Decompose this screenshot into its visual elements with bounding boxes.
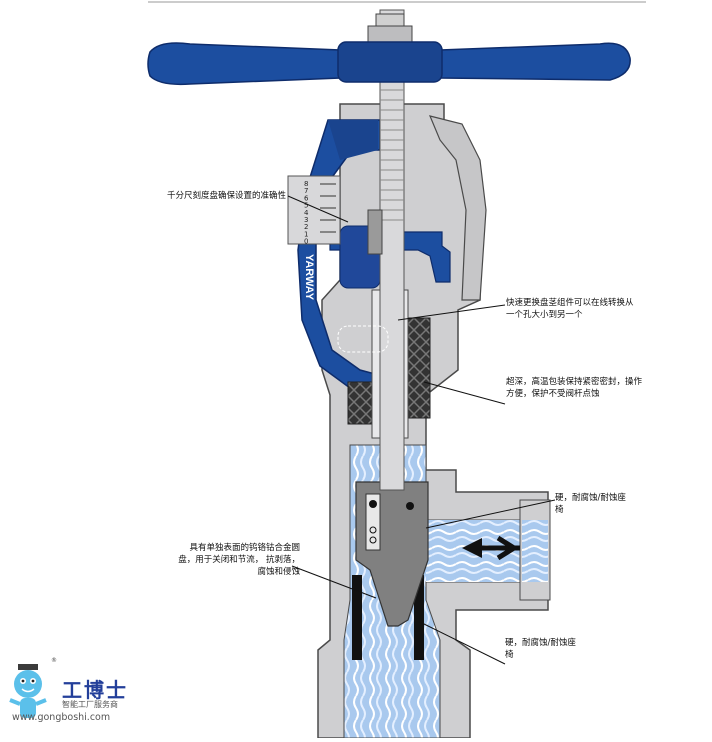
handwheel-right [439, 42, 631, 81]
callout-text: 快速更换盘茎组件可以在线转换从 [506, 298, 634, 308]
callout-seat-upper: 硬，耐腐蚀/耐蚀座 椅 [555, 492, 685, 516]
callout-text: 椅 [505, 650, 514, 660]
dial-number: 4 [304, 209, 309, 217]
callout-seat-lower: 硬，耐腐蚀/耐蚀座 椅 [505, 637, 635, 661]
logo-mascot-icon [9, 664, 47, 718]
micrometer-dial [287, 175, 341, 245]
yoke-arm [428, 115, 487, 301]
brand-label: YARWAY [303, 254, 315, 301]
logo-name: 工博士 [62, 678, 128, 702]
flow-arrow [462, 535, 520, 561]
dial-number: 8 [304, 180, 308, 188]
callout-text: 方便，保护不受阀杆点蚀 [506, 389, 600, 399]
callout-quick-change: 快速更换盘茎组件可以在线转换从 一个孔大小到另一个 [506, 297, 686, 321]
plug-window [365, 493, 381, 551]
dashed-detail [337, 325, 389, 353]
dial-number: 0 [304, 238, 308, 246]
logo-registered: ® [51, 657, 57, 664]
seat-ring-right [414, 575, 424, 660]
dial-number: 6 [304, 194, 309, 202]
logo-url: www.gongboshi.com [12, 712, 111, 723]
dial-number: 5 [304, 202, 308, 210]
callout-text: 千分尺刻度盘确保设置的准确性 [166, 191, 286, 201]
callout-text: 硬，耐腐蚀/耐蚀座 [555, 493, 626, 503]
bonnet-top-blue [328, 120, 378, 160]
handwheel [147, 42, 341, 86]
callout-packing: 超深，高温包装保持紧密密封，操作 方便，保护不受阀杆点蚀 [506, 376, 666, 400]
dial-number: 2 [304, 223, 308, 231]
dial-number: 1 [304, 230, 308, 238]
flange-flow [522, 520, 548, 582]
packing-right [407, 317, 431, 419]
callout-text: 硬，耐腐蚀/耐蚀座 [505, 638, 576, 648]
stem-collar [367, 209, 383, 255]
callout-micrometer: 千分尺刻度盘确保设置的准确性 [138, 190, 286, 202]
callout-plug: 具有单独表面的钨铬钴合金圆 盘，用于关闭和节流， 抗剥落， 腐蚀和侵蚀 [150, 542, 300, 578]
callout-text: 一个孔大小到另一个 [506, 310, 583, 320]
callout-text: 超深，高温包装保持紧密密封，操作 [506, 377, 643, 387]
dial-number: 7 [304, 187, 308, 195]
leader-lines [287, 195, 556, 665]
handwheel-hub [337, 41, 443, 83]
logo-subtitle: 智能工厂服务商 [62, 700, 118, 709]
dial-number: 3 [304, 216, 308, 224]
callout-text: 椅 [555, 505, 564, 515]
seat-ring-left [352, 575, 362, 660]
dial-ticks [320, 183, 336, 233]
callout-text: 盘，用于关闭和节流， 抗剥落， [178, 555, 300, 565]
packing-left [347, 381, 373, 425]
callout-text: 腐蚀和侵蚀 [257, 567, 300, 577]
callout-text: 具有单独表面的钨铬钴合金圆 [189, 543, 300, 553]
